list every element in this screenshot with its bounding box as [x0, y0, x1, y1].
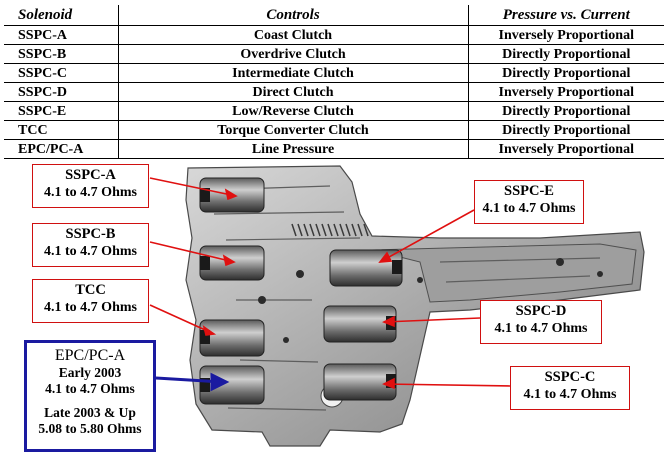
cell-pressure: Directly Proportional — [468, 120, 664, 140]
epc-leader — [155, 372, 230, 392]
leader-lines — [149, 177, 511, 390]
epc-early-label: Early 2003 — [58, 365, 122, 380]
callout-epc: EPC/PC-A Early 2003 4.1 to 4.7 Ohms Late… — [24, 340, 156, 452]
header-solenoid: Solenoid — [4, 5, 119, 26]
callout-sspc-c: SSPC-C 4.1 to 4.7 Ohms — [510, 366, 630, 410]
epc-name: EPC/PC-A — [54, 347, 126, 364]
cell-pressure: Inversely Proportional — [468, 82, 664, 102]
cell-solenoid: SSPC-B — [4, 44, 119, 64]
callout-name: TCC — [75, 282, 106, 298]
cell-controls: Intermediate Clutch — [118, 63, 469, 83]
cell-controls: Overdrive Clutch — [118, 44, 469, 64]
table-header-row: Solenoid Controls Pressure vs. Current — [4, 5, 664, 26]
epc-early-ohms: 4.1 to 4.7 Ohms — [45, 381, 135, 396]
callout-sspc-d: SSPC-D 4.1 to 4.7 Ohms — [480, 300, 602, 344]
cell-solenoid: EPC/PC-A — [4, 139, 119, 159]
header-controls: Controls — [118, 5, 469, 26]
spring — [291, 223, 369, 237]
cell-solenoid: TCC — [4, 120, 119, 140]
cell-controls: Line Pressure — [118, 139, 469, 159]
cell-controls: Direct Clutch — [118, 82, 469, 102]
callout-ohms: 4.1 to 4.7 Ohms — [482, 201, 576, 216]
callout-name: SSPC-E — [504, 183, 554, 199]
cell-solenoid: SSPC-A — [4, 25, 119, 45]
cell-pressure: Inversely Proportional — [468, 25, 664, 45]
cell-solenoid: SSPC-E — [4, 101, 119, 121]
epc-late-ohms: 5.08 to 5.80 Ohms — [38, 421, 142, 436]
callout-sspc-b: SSPC-B 4.1 to 4.7 Ohms — [32, 223, 149, 267]
solenoid-sspc-c — [323, 363, 397, 401]
callout-sspc-e: SSPC-E 4.1 to 4.7 Ohms — [474, 180, 584, 224]
header-pressure: Pressure vs. Current — [468, 5, 664, 26]
cell-pressure: Directly Proportional — [468, 44, 664, 64]
valve-body — [185, 165, 645, 447]
cell-pressure: Inversely Proportional — [468, 139, 664, 159]
cell-pressure: Directly Proportional — [468, 63, 664, 83]
callout-tcc: TCC 4.1 to 4.7 Ohms — [32, 279, 149, 323]
callout-sspc-a: SSPC-A 4.1 to 4.7 Ohms — [32, 164, 149, 208]
callout-ohms: 4.1 to 4.7 Ohms — [523, 387, 617, 402]
solenoid-sspc-d — [323, 305, 397, 343]
epc-late-label: Late 2003 & Up — [44, 405, 136, 420]
callout-name: SSPC-A — [65, 167, 116, 183]
cell-solenoid: SSPC-D — [4, 82, 119, 102]
callout-ohms: 4.1 to 4.7 Ohms — [44, 300, 137, 315]
callout-ohms: 4.1 to 4.7 Ohms — [44, 244, 137, 259]
callout-ohms: 4.1 to 4.7 Ohms — [44, 185, 137, 200]
callout-name: SSPC-D — [515, 303, 567, 319]
cell-controls: Coast Clutch — [118, 25, 469, 45]
callout-name: SSPC-C — [544, 369, 596, 385]
callout-ohms: 4.1 to 4.7 Ohms — [494, 321, 588, 336]
callout-name: SSPC-B — [65, 226, 116, 242]
cell-solenoid: SSPC-C — [4, 63, 119, 83]
cell-controls: Torque Converter Clutch — [118, 120, 469, 140]
solenoid-table: Solenoid Controls Pressure vs. Current S… — [4, 5, 664, 159]
cell-controls: Low/Reverse Clutch — [118, 101, 469, 121]
cell-pressure: Directly Proportional — [468, 101, 664, 121]
